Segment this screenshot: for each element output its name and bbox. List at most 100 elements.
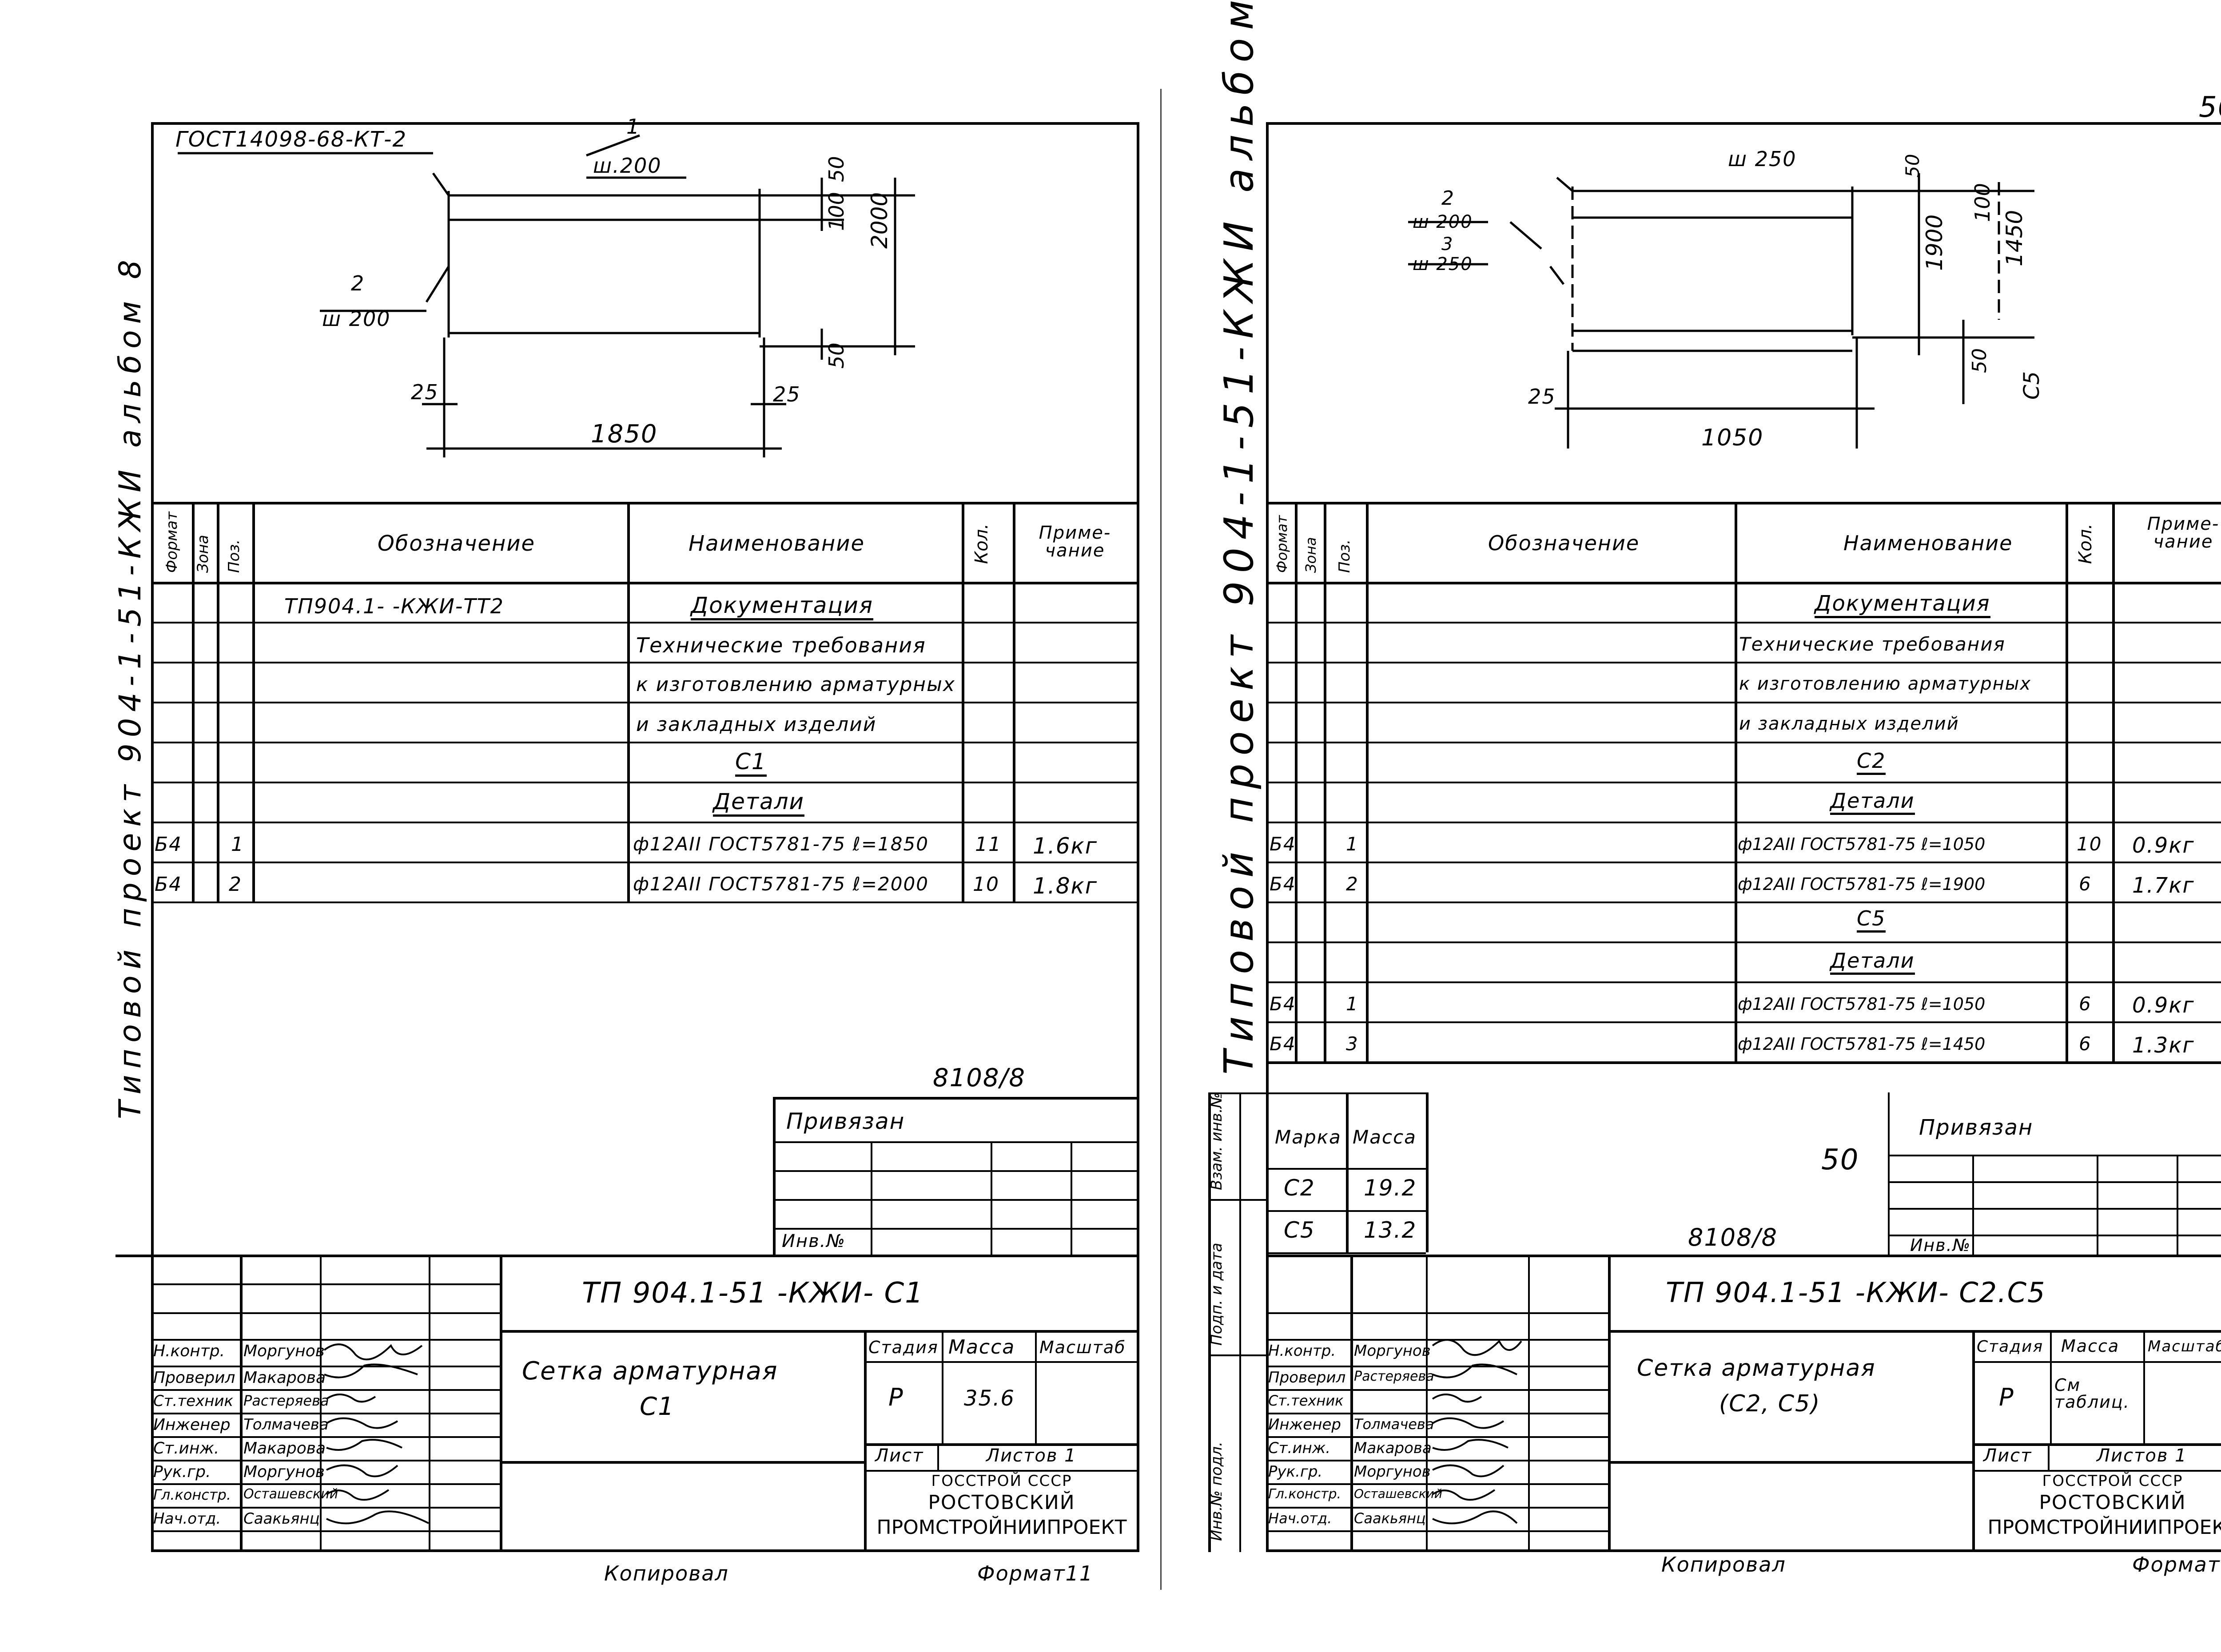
left-stage: Р [888,1383,904,1411]
right-sheet-label: Лист [1983,1446,2032,1466]
right-stage-label: Стадия [1977,1338,2044,1356]
row6-name: ф12АII ГОСТ5781-75 ℓ=1050 [1738,834,1986,854]
col-pos: Поз. [225,539,243,573]
spec-row-8: С5 [1857,908,1886,933]
dim-1900: 1900 [1922,214,1947,271]
left-sheet-label: Лист [875,1446,924,1466]
left-org3: ПРОМСТРОЙНИИПРОЕКТ [876,1516,1127,1539]
left-title-line1: Сетка арматурная [522,1357,778,1386]
stamp-inv-orig: Инв.№ подл. [1208,1442,1226,1541]
right-side-title: Типовой проект 904-1-51-КЖИ альбом 8 [1216,0,1262,1075]
right-org2: РОСТОВСКИЙ [2039,1491,2186,1514]
mass-row-1-mark: С5 [1284,1217,1315,1243]
right-name-0: Моргунов [1354,1342,1431,1360]
dim-50-top: 50 [824,156,848,182]
left-org2: РОСТОВСКИЙ [928,1491,1075,1514]
col-zone: Зона [1302,537,1319,573]
right-name-4: Макарова [1354,1439,1432,1457]
left-role-3: Инженер [153,1416,231,1434]
row10-pos: 1 [1346,993,1359,1015]
left-role-4: Ст.инж. [153,1439,219,1457]
doc-code: ТП904.1- -КЖИ-ТТ2 [284,594,504,618]
dim-2000: 2000 [867,192,892,249]
row6-format: Б4 [1270,833,1296,855]
spec-row-2: к изготовлению арматурных [636,673,955,696]
right-stage: Р [1999,1383,2014,1411]
dim-50-mid: 50 [1968,348,1991,373]
spec-row-3: и закладных изделий [1739,714,1959,734]
mass-row-0-val: 19.2 [1364,1175,1417,1201]
left-stage-label: Стадия [868,1338,939,1357]
row7-qty: 10 [973,873,999,896]
dim-1850: 1850 [591,420,658,449]
row6-format: Б4 [155,833,183,856]
dim-50-top: 50 [1902,154,1923,178]
row6-pos: 1 [1346,833,1359,855]
pos3-pitch: ш 250 [1413,254,1473,274]
left-mass-label: Масса [948,1336,1015,1358]
right-role-5: Рук.гр. [1268,1463,1323,1481]
right-frame [1266,122,2221,1552]
spec-row-5: Детали [713,790,805,817]
right-role-3: Инженер [1268,1416,1341,1434]
col-name: Наименование [689,531,865,556]
right-order-no: 8108/8 [1688,1223,1778,1251]
page-number: 50 [2199,91,2221,124]
row11-qty: 6 [2079,1033,2092,1055]
right-org1: ГОССТРОЙ СССР [2042,1472,2183,1490]
left-role-6: Гл.констр. [153,1486,231,1503]
row7-format: Б4 [1270,873,1296,895]
row11-name: ф12АII ГОСТ5781-75 ℓ=1450 [1738,1034,1986,1054]
right-format: Формат11 [2132,1553,2221,1577]
left-role-2: Ст.техник [153,1392,234,1410]
col-designation: Обозначение [1488,531,1640,555]
dim-1450: 1450 [2002,210,2027,266]
row10-format: Б4 [1270,993,1296,1015]
spec-row-3: и закладных изделий [636,713,877,736]
left-format: Формат11 [977,1561,1094,1585]
pos1-label: 1 [626,115,641,139]
row6-note: 1.6кг [1033,833,1098,859]
left-name-6: Осташевский [243,1486,338,1502]
dim-100: 100 [1970,183,1994,222]
right-role-0: Н.контр. [1268,1342,1336,1360]
left-role-7: Нач.отд. [153,1510,221,1528]
mass-col-mark: Марка [1275,1126,1341,1148]
left-order-no: 8108/8 [933,1064,1026,1092]
left-name-3: Толмачева [243,1416,329,1434]
row11-pos: 3 [1346,1033,1359,1055]
left-role-5: Рук.гр. [153,1463,211,1481]
spec-row-5: Детали [1830,790,1915,815]
left-name-4: Макарова [243,1439,326,1457]
mass-col-mass: Масса [1353,1126,1417,1148]
left-side-title: Типовой проект 904-1-51-КЖИ альбом 8 [113,254,148,1119]
col-format: Формат [1274,515,1290,573]
left-name-5: Моргунов [243,1463,325,1481]
row7-format: Б4 [155,873,183,896]
stamp-sign-date: Подп. и дата [1208,1243,1226,1346]
fold-line [1160,89,1162,1590]
mass-row-0-mark: С2 [1284,1175,1315,1201]
dim-25-right: 25 [773,382,801,406]
right-scale-label: Масштаб [2148,1338,2221,1355]
row7-name: ф12АII ГОСТ5781-75 ℓ=1900 [1738,874,1986,894]
pos2-label: 2 [351,271,365,295]
left-mass: 35.6 [964,1386,1015,1411]
col-name: Наименование [1843,531,2013,555]
left-name-0: Моргунов [243,1342,325,1360]
dim-25-left: 25 [411,380,439,404]
gost-weld-note: ГОСТ14098-68-КТ-2 [175,127,407,152]
left-role-1: Проверил [153,1369,235,1387]
spec-row-9: Детали [1830,950,1915,975]
right-role-1: Проверил [1268,1369,1346,1386]
pos2-pitch: ш 200 [1413,212,1473,232]
dim-50-bottom: 50 [824,342,848,369]
right-inv-label: Инв.№ [1910,1235,1971,1255]
right-role-6: Гл.констр. [1268,1486,1341,1502]
spec-row-1: Технические требования [636,633,926,657]
right-title-line1: Сетка арматурная [1637,1355,1876,1382]
stamp-replace-inv: Взам. инв.№ [1208,1092,1226,1190]
right-tied-label: Привязан [1919,1115,2034,1140]
right-copied-by: Копировал [1661,1553,1786,1577]
pos3-label: 3 [1441,234,1454,254]
